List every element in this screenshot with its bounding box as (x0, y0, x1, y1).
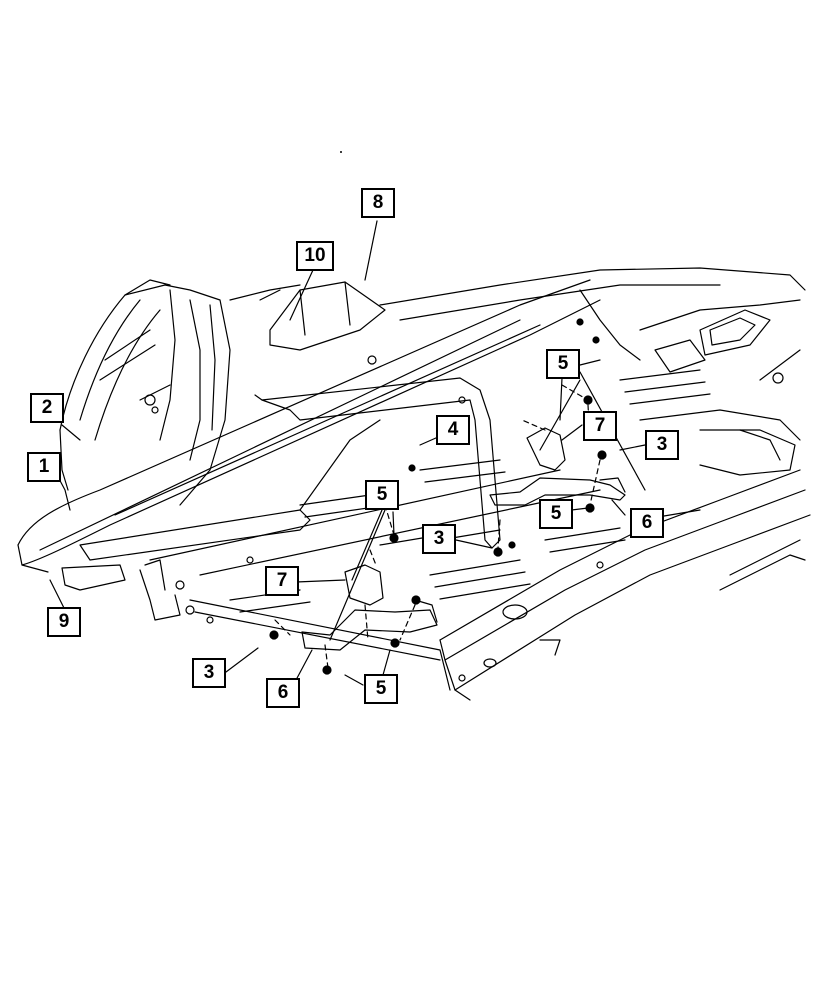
bracket-lower (344, 564, 384, 606)
callout-5: 5 (364, 674, 398, 704)
callout-8: 8 (361, 188, 395, 218)
bracket-upper (526, 427, 566, 471)
callout-9: 9 (47, 607, 81, 637)
callout-1: 1 (27, 452, 61, 482)
floor-pan (379, 267, 806, 476)
callout-2: 2 (30, 393, 64, 423)
front-crossmember (189, 599, 451, 691)
callout-6: 6 (266, 678, 300, 708)
frame-rails (139, 469, 811, 701)
callout-3: 3 (645, 430, 679, 460)
callout-10: 10 (296, 241, 334, 271)
mount-lower (301, 599, 438, 651)
callout-5: 5 (539, 499, 573, 529)
fasteners (269, 318, 607, 675)
callout-6: 6 (630, 508, 664, 538)
sill-plate (61, 564, 126, 591)
callout-5: 5 (365, 480, 399, 510)
callout-3: 3 (422, 524, 456, 554)
leader-lines (49, 220, 646, 686)
callout-7: 7 (265, 566, 299, 596)
side-brace (259, 281, 386, 351)
callout-4: 4 (436, 415, 470, 445)
callout-3: 3 (192, 658, 226, 688)
callout-7: 7 (583, 411, 617, 441)
cross-brace (79, 377, 501, 561)
callout-5: 5 (546, 349, 580, 379)
sill-reinforcement (17, 279, 601, 573)
floor-ribs (149, 355, 701, 624)
door-frame (59, 279, 301, 506)
stray-dot (340, 151, 342, 153)
mount-upper (489, 477, 626, 506)
